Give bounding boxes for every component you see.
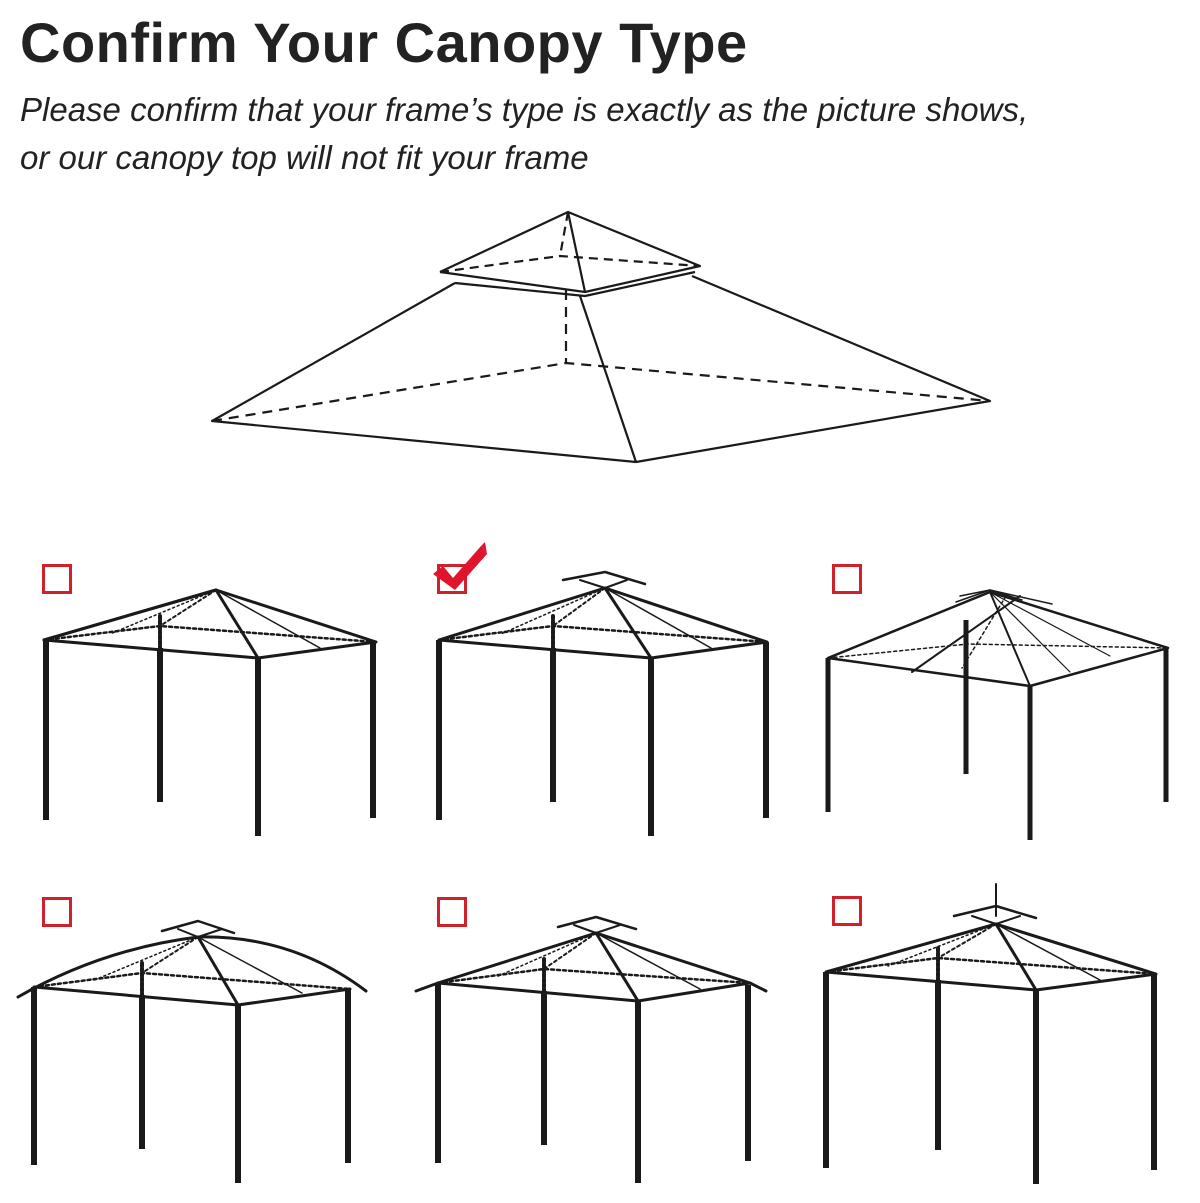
canopy-hidden-base xyxy=(211,361,991,423)
checkbox-frame-5[interactable] xyxy=(437,897,467,927)
page-title: Confirm Your Canopy Type xyxy=(20,11,748,74)
cap-hidden-ridge xyxy=(558,211,570,257)
subtitle-line-2: or our canopy top will not fit your fram… xyxy=(20,139,589,176)
checkbox-frame-1[interactable] xyxy=(42,564,72,594)
gazebo-frame-4-icon xyxy=(16,919,368,1183)
frame-option-4[interactable] xyxy=(12,893,382,1203)
cap-skirt xyxy=(454,270,696,298)
frame-option-2[interactable] xyxy=(415,542,785,870)
page-subtitle: Please confirm that your frame’s type is… xyxy=(20,86,1028,182)
cap-ridge-front xyxy=(566,211,587,293)
gazebo-frame-3-icon xyxy=(825,589,1170,840)
frame-option-5[interactable] xyxy=(410,893,780,1203)
canopy-ridge-front xyxy=(578,295,638,463)
frame-option-1[interactable] xyxy=(20,560,390,870)
checkmark-icon xyxy=(429,540,493,604)
checkbox-frame-3[interactable] xyxy=(832,564,862,594)
gazebo-frame-6-icon xyxy=(823,883,1158,1184)
checkbox-frame-6[interactable] xyxy=(832,896,862,926)
frame-option-6[interactable] xyxy=(810,878,1180,1188)
checkbox-frame-4[interactable] xyxy=(42,897,72,927)
cap-hidden-edges xyxy=(439,254,701,274)
subtitle-line-1: Please confirm that your frame’s type is… xyxy=(20,91,1029,128)
frame-option-3[interactable] xyxy=(810,560,1180,870)
gazebo-frame-2-icon xyxy=(436,570,769,836)
canopy-outline xyxy=(210,274,992,464)
gazebo-frame-1-icon xyxy=(42,588,378,836)
gazebo-frame-5-icon xyxy=(414,915,768,1183)
